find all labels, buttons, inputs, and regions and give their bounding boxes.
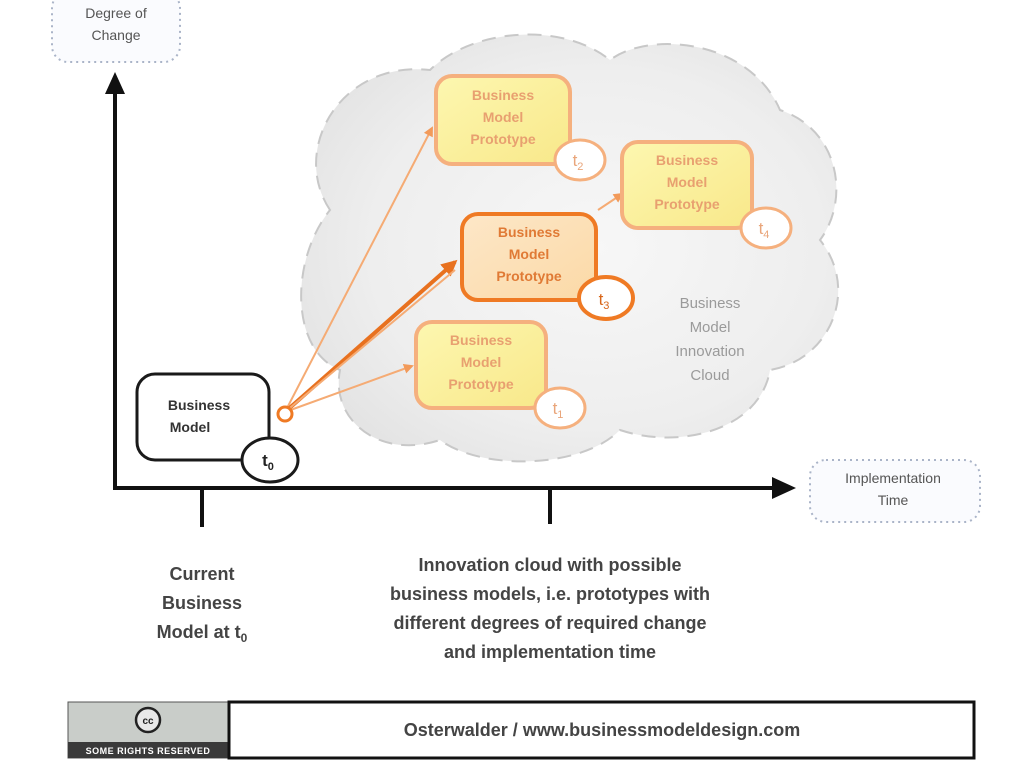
current-business-model: Business Model t0: [135, 372, 300, 484]
cloud-label-line: Innovation: [675, 343, 744, 360]
prototype-label-line: Prototype: [496, 268, 562, 284]
prototype-label-line: Business: [656, 152, 718, 168]
arrow-to-t2: [284, 126, 433, 413]
x-axis-label-line: Implementation: [845, 470, 941, 486]
license-label: SOME RIGHTS RESERVED: [86, 746, 211, 756]
svg-text:cc: cc: [142, 716, 154, 727]
badge-t0: t0: [240, 436, 300, 484]
x-axis-label: Implementation Time: [809, 459, 981, 523]
prototype-t3: Business Model Prototype t3: [460, 212, 635, 321]
prototype-label-line: Business: [450, 332, 512, 348]
y-axis-label: Degree of Change: [51, 0, 181, 63]
prototype-label-line: Model: [667, 174, 707, 190]
prototype-t4: Business Model Prototype t4: [620, 140, 793, 250]
origin-node-icon: [276, 405, 294, 423]
caption-innovation-cloud: Innovation cloud with possible business …: [390, 555, 710, 662]
prototype-label-line: Model: [483, 109, 523, 125]
badge-t4: t4: [739, 206, 793, 250]
badge-t2: t2: [553, 138, 607, 182]
prototype-label-line: Business: [472, 87, 534, 103]
svg-text:t4: t4: [759, 219, 770, 241]
prototype-label-line: Prototype: [470, 131, 536, 147]
y-axis: [105, 72, 125, 488]
cloud-label-line: Cloud: [690, 367, 729, 384]
caption-line: Current: [169, 564, 234, 584]
prototype-t1: Business Model Prototype t1: [414, 320, 587, 430]
current-model-label-line: Business: [168, 397, 230, 413]
caption-line: different degrees of required change: [393, 613, 706, 633]
caption-current-model: Current Business Model at t0: [157, 564, 248, 645]
cloud-label: Business Model Innovation Cloud: [675, 295, 744, 384]
svg-text:t0: t0: [262, 451, 274, 473]
svg-text:t3: t3: [599, 290, 610, 312]
arrow-to-t4: [597, 192, 624, 211]
arrow-to-t3-thin: [284, 269, 456, 413]
caption-line: and implementation time: [444, 642, 656, 662]
cloud-label-line: Model: [690, 319, 731, 336]
x-axis-label-line: Time: [878, 492, 909, 508]
credit-link[interactable]: Osterwalder / www.businessmodeldesign.co…: [404, 720, 800, 740]
arrow-to-t1: [284, 364, 414, 413]
badge-t1: t1: [533, 386, 587, 430]
caption-line: business models, i.e. prototypes with: [390, 584, 710, 604]
arrow-to-t3: [283, 259, 458, 414]
footer: cc SOME RIGHTS RESERVED Osterwalder / ww…: [67, 700, 976, 760]
prototype-t2: Business Model Prototype t2: [434, 74, 607, 182]
credit-box: [227, 700, 976, 760]
prototype-label-line: Model: [509, 246, 549, 262]
cloud-label-line: Business: [680, 295, 741, 312]
svg-text:t1: t1: [553, 399, 564, 421]
prototype-label-line: Prototype: [654, 196, 720, 212]
transition-arrows: [276, 126, 624, 423]
cc-license-badge[interactable]: cc SOME RIGHTS RESERVED: [67, 701, 229, 759]
creative-commons-icon: cc: [134, 706, 162, 734]
prototype-label-line: Prototype: [448, 376, 514, 392]
caption-line: Innovation cloud with possible: [418, 555, 681, 575]
x-axis-arrow-icon: [772, 477, 796, 499]
y-axis-label-line: Degree of: [85, 5, 147, 21]
badge-t3: t3: [577, 275, 635, 321]
current-model-label-line: Model: [170, 419, 210, 435]
svg-text:t2: t2: [573, 151, 584, 173]
prototype-label-line: Business: [498, 224, 560, 240]
prototype-label-line: Model: [461, 354, 501, 370]
caption-line: Model at t0: [157, 622, 248, 645]
x-axis: [113, 477, 796, 527]
y-axis-label-line: Change: [91, 27, 140, 43]
caption-line: Business: [162, 593, 242, 613]
y-axis-arrow-icon: [105, 72, 125, 94]
